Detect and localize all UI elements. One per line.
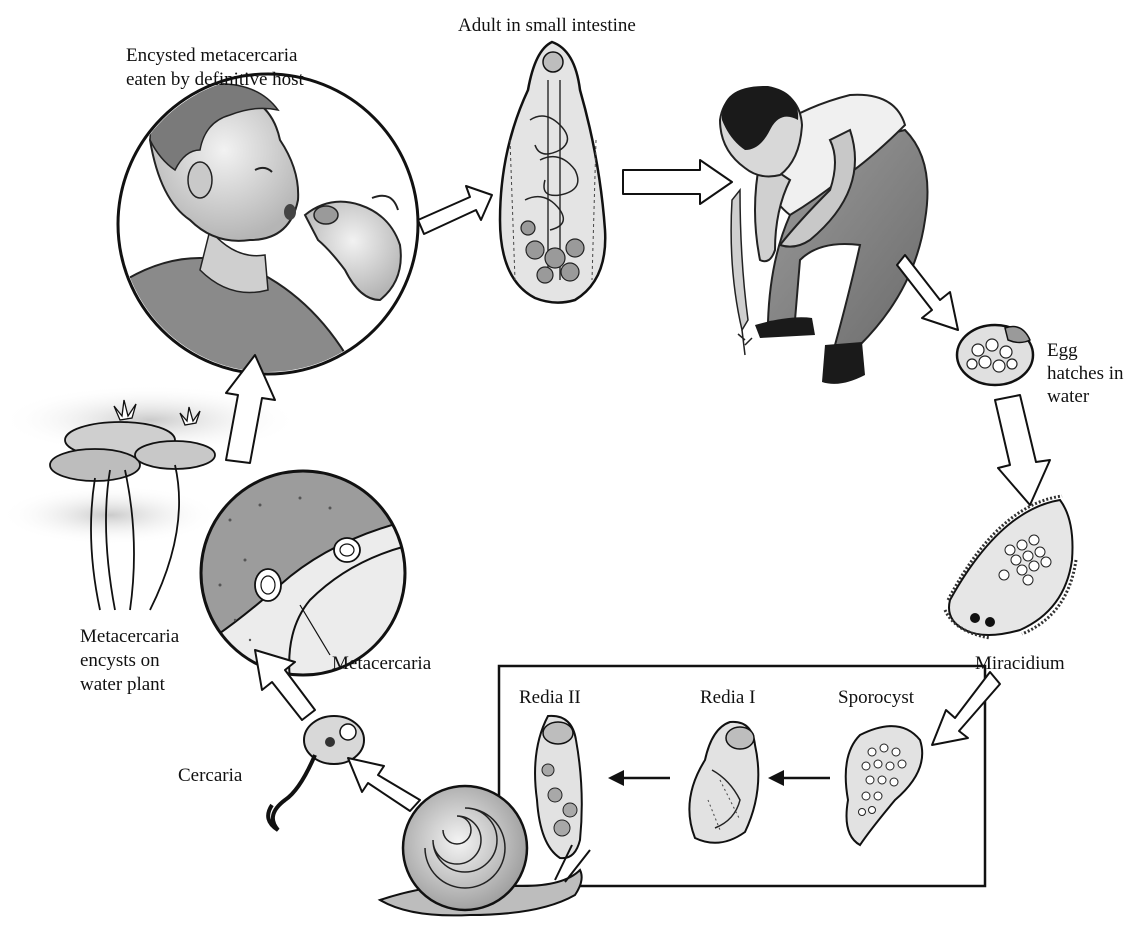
label-encysted-metacercaria-line2: eaten by definitive host bbox=[126, 68, 304, 91]
label-water-plant-line3: water plant bbox=[80, 673, 165, 696]
miracidium-illustration bbox=[945, 496, 1076, 638]
arrow-miracidium-to-sporocyst bbox=[932, 672, 1000, 745]
label-encysted-metacercaria-line1: Encysted metacercaria bbox=[126, 44, 297, 67]
label-cercaria: Cercaria bbox=[178, 764, 242, 787]
label-egg-line2: hatches in bbox=[1047, 362, 1124, 385]
label-redia-one: Redia I bbox=[700, 686, 755, 709]
label-water-plant-line2: encysts on bbox=[80, 649, 160, 672]
redia-one-illustration bbox=[689, 722, 758, 843]
label-redia-two: Redia II bbox=[519, 686, 581, 709]
label-adult-in-small-intestine: Adult in small intestine bbox=[458, 14, 636, 37]
arrow-egg-to-miracidium bbox=[995, 395, 1050, 505]
label-miracidium: Miracidium bbox=[975, 652, 1065, 675]
label-egg-line3: water bbox=[1047, 385, 1089, 408]
definitive-host-eating-illustration bbox=[110, 74, 418, 380]
infected-human-illustration bbox=[720, 86, 928, 384]
adult-fluke-illustration bbox=[500, 42, 605, 303]
cercaria-illustration bbox=[268, 716, 364, 830]
arrow-adult-to-man bbox=[623, 160, 732, 204]
metacercaria-magnified-illustration bbox=[195, 460, 410, 680]
arrow-man-to-egg bbox=[897, 255, 958, 330]
sporocyst-illustration bbox=[846, 726, 923, 845]
arrow-snail-to-cercaria bbox=[348, 758, 420, 811]
label-metacercaria: Metacercaria bbox=[332, 652, 431, 675]
egg-illustration bbox=[957, 325, 1033, 385]
label-sporocyst: Sporocyst bbox=[838, 686, 914, 709]
arrow-redia-one-to-redia-two bbox=[608, 770, 670, 786]
label-egg-line1: Egg bbox=[1047, 339, 1078, 362]
arrow-host-to-adult bbox=[418, 186, 492, 234]
arrow-sporocyst-to-redia-one bbox=[768, 770, 830, 786]
redia-two-illustration bbox=[535, 716, 582, 858]
label-water-plant-line1: Metacercaria bbox=[80, 625, 179, 648]
